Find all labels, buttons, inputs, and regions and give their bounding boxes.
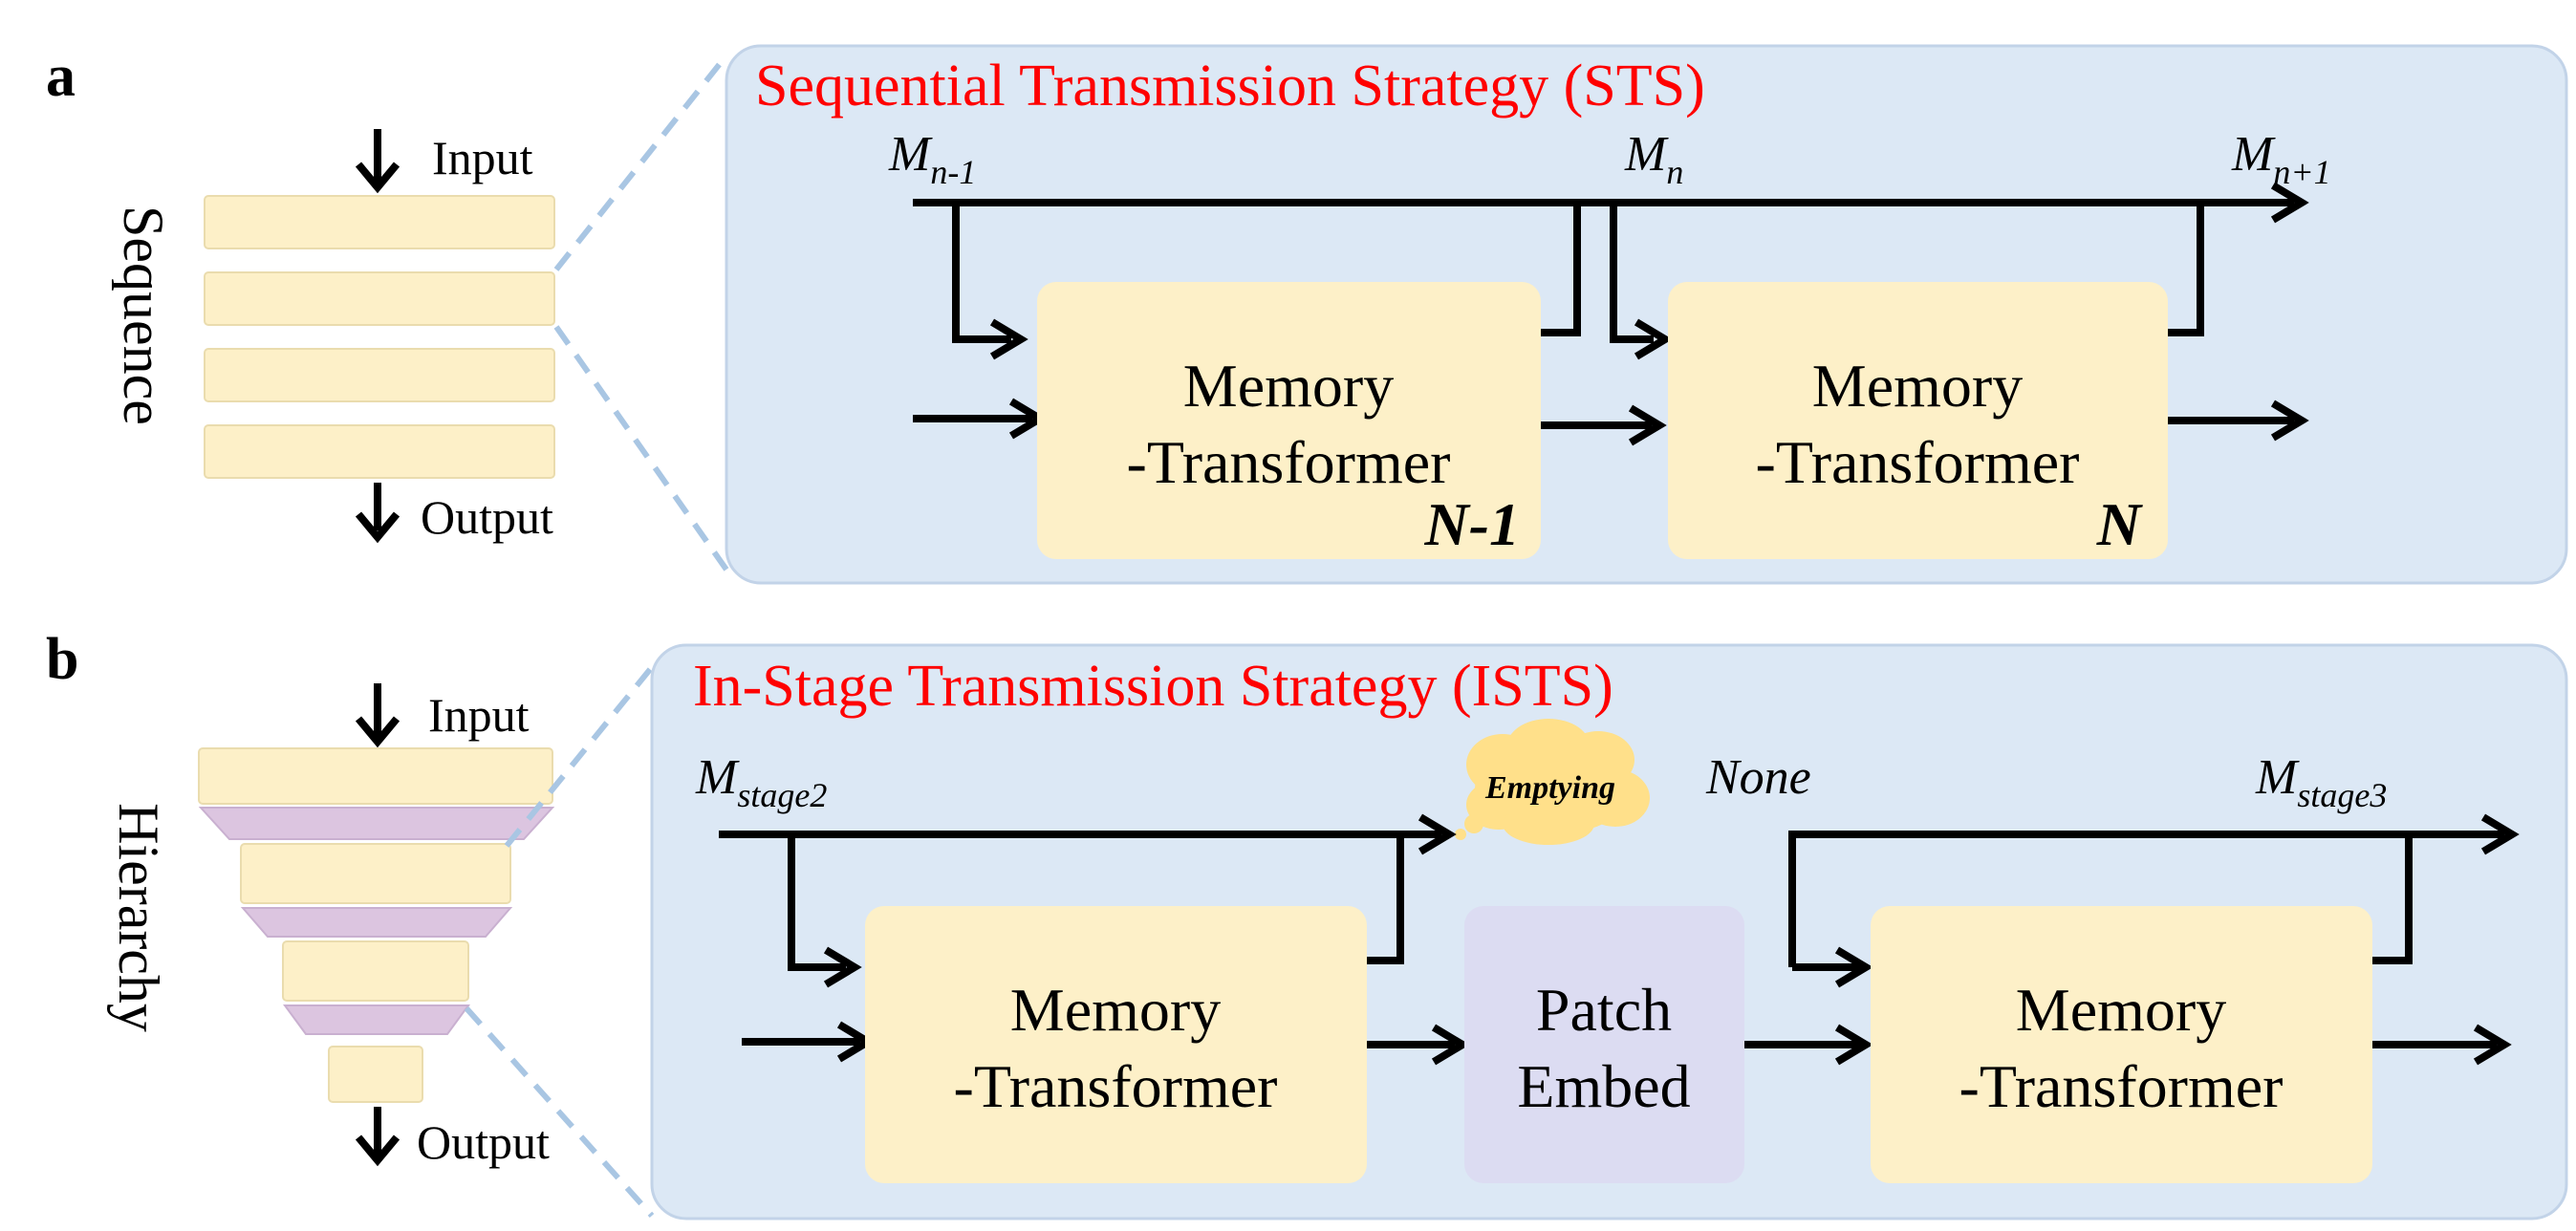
output-arrow-icon — [355, 1107, 400, 1167]
none-label: None — [1705, 750, 1811, 805]
emptying-label: Emptying — [1484, 770, 1615, 806]
memory-transformer-block-n: Memory -Transformer N — [1668, 282, 2168, 559]
memory-label-n: Mn — [1624, 127, 1683, 191]
zoom-line-bottom — [553, 325, 729, 572]
ists-title: In-Stage Transmission Strategy (ISTS) — [693, 654, 1613, 719]
memory-flow-lines — [719, 813, 2520, 988]
hierarchy-stack — [198, 747, 555, 1103]
output-arrow-icon — [355, 483, 400, 544]
sts-title: Sequential Transmission Strategy (STS) — [755, 54, 1705, 119]
data-flow-arrows — [913, 398, 2309, 446]
sequence-stack — [204, 195, 555, 479]
data-flow-arrows — [742, 1021, 2512, 1066]
memory-label-stage2: Mstage2 — [695, 750, 827, 814]
input-label: Input — [432, 131, 533, 184]
output-label: Output — [421, 490, 553, 544]
patch-embed-block: Patch Embed — [1464, 906, 1744, 1183]
block-index-n-1: N-1 — [1423, 490, 1520, 558]
panel-a: a Sequence Input Output Sequential Trans… — [46, 44, 2568, 585]
panel-a-letter: a — [46, 44, 76, 109]
zoom-line-top — [553, 54, 729, 271]
svg-text:Embed: Embed — [1517, 1052, 1690, 1120]
panel-b: b Hierarchy Input Output In-St — [46, 627, 2568, 1220]
emptying-cloud-icon: Emptying — [1455, 719, 1650, 845]
svg-text:-Transformer: -Transformer — [1959, 1052, 2284, 1120]
input-label: Input — [428, 688, 530, 742]
memory-transformer-block-stage3: Memory -Transformer — [1871, 906, 2372, 1183]
svg-text:Memory: Memory — [2016, 976, 2226, 1044]
memory-transformer-block-stage2: Memory -Transformer — [865, 906, 1367, 1183]
svg-text:-Transformer: -Transformer — [954, 1052, 1278, 1120]
memory-label-n-plus-1: Mn+1 — [2231, 127, 2331, 191]
svg-text:Memory: Memory — [1812, 352, 2023, 420]
memory-label-n-minus-1: Mn-1 — [888, 127, 976, 191]
sequence-label: Sequence — [112, 205, 175, 425]
block-index-n: N — [2096, 490, 2144, 558]
panel-b-letter: b — [46, 627, 78, 692]
output-label: Output — [417, 1115, 550, 1169]
memory-label-stage3: Mstage3 — [2255, 750, 2387, 814]
memory-flow-lines — [913, 182, 2309, 360]
zoom-line-top — [504, 665, 655, 848]
svg-text:Memory: Memory — [1183, 352, 1394, 420]
svg-text:-Transformer: -Transformer — [1756, 428, 2080, 496]
svg-text:Memory: Memory — [1010, 976, 1221, 1044]
input-arrow-icon — [355, 683, 400, 748]
svg-text:Patch: Patch — [1536, 976, 1672, 1044]
svg-text:-Transformer: -Transformer — [1127, 428, 1451, 496]
input-arrow-icon — [355, 129, 400, 194]
zoom-line-bottom — [464, 1006, 655, 1218]
memory-transformer-block-n-1: Memory -Transformer N-1 — [1037, 282, 1541, 559]
hierarchy-label: Hierarchy — [107, 803, 170, 1032]
